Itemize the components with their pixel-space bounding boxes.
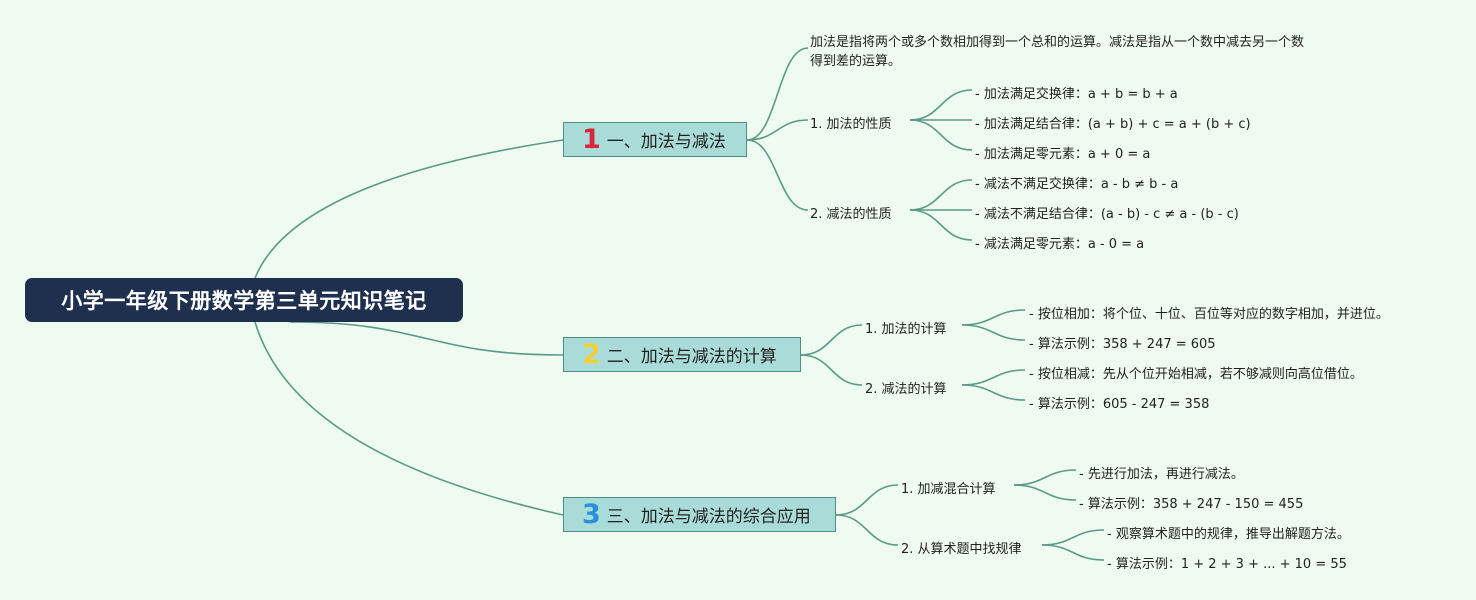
connector-s1-intro xyxy=(746,47,809,141)
connector-s3t2-leaf-2 xyxy=(1041,544,1105,561)
section-1-intro: 加法是指将两个或多个数相加得到一个总和的运算。减法是指从一个数中减去另一个数得到… xyxy=(810,35,1305,69)
topic-mixed-calculation[interactable]: 1. 加减混合计算 xyxy=(901,482,996,497)
connector-s1-topic-1 xyxy=(746,119,809,141)
topic-find-patterns[interactable]: 2. 从算术题中找规律 xyxy=(901,542,1022,557)
leaf-addition-example: - 算法示例：358 + 247 = 605 xyxy=(1029,337,1216,352)
connector-s1-topic-2 xyxy=(746,139,809,211)
connector-s2t2-leaf-1 xyxy=(961,369,1026,386)
root-title: 小学一年级下册数学第三单元知识笔记 xyxy=(61,289,427,313)
leaf-subtraction-commutative: - 减法不满足交换律：a - b ≠ b - a xyxy=(975,177,1179,192)
section-2-label: 二、加法与减法的计算 xyxy=(606,347,777,367)
topic-addition-calculation[interactable]: 1. 加法的计算 xyxy=(865,322,947,337)
leaf-addition-commutative: - 加法满足交换律：a + b = b + a xyxy=(975,87,1178,102)
leaf-observe-patterns: - 观察算术题中的规律，推导出解题方法。 xyxy=(1107,527,1350,542)
section-3-label: 三、加法与减法的综合应用 xyxy=(606,507,811,527)
section-3-node[interactable]: 3 三、加法与减法的综合应用 xyxy=(563,497,836,532)
topic-subtraction-properties[interactable]: 2. 减法的性质 xyxy=(810,207,892,222)
connector-s1t1-leaf-3 xyxy=(909,119,973,151)
connector-s2t1-leaf-2 xyxy=(961,324,1026,341)
leaf-subtraction-by-digit: - 按位相减：先从个位开始相减，若不够减则向高位借位。 xyxy=(1029,367,1363,382)
leaf-pattern-example: - 算法示例：1 + 2 + 3 + ... + 10 = 55 xyxy=(1107,557,1347,572)
leaf-addition-by-digit: - 按位相加：将个位、十位、百位等对应的数字相加，并进位。 xyxy=(1029,307,1389,322)
badge-number-1: 1 xyxy=(582,124,601,155)
connector-s3t1-leaf-1 xyxy=(1013,469,1077,486)
connector-s2t2-leaf-2 xyxy=(961,384,1026,401)
leaf-subtraction-zero: - 减法满足零元素：a - 0 = a xyxy=(975,237,1145,252)
section-1-label: 一、加法与减法 xyxy=(606,132,726,152)
root-node[interactable]: 小学一年级下册数学第三单元知识笔记 xyxy=(25,278,463,322)
badge-number-2: 2 xyxy=(582,339,601,370)
connector-s1t2-leaf-3 xyxy=(909,209,973,241)
connector-root-section-3 xyxy=(254,321,564,516)
connector-s1t2-leaf-1 xyxy=(909,179,973,211)
section-2-node[interactable]: 2 二、加法与减法的计算 xyxy=(563,337,801,372)
topic-addition-properties[interactable]: 1. 加法的性质 xyxy=(810,117,892,132)
connector-s2-topic-1 xyxy=(800,324,863,356)
badge-number-3: 3 xyxy=(582,499,601,530)
connector-root-section-2 xyxy=(289,321,564,356)
connector-s3-topic-2 xyxy=(835,514,899,546)
connector-s3t1-leaf-2 xyxy=(1013,484,1077,501)
leaf-addition-associative: - 加法满足结合律：(a + b) + c = a + (b + c) xyxy=(975,117,1251,132)
section-1-node[interactable]: 1 一、加法与减法 xyxy=(563,122,747,157)
leaf-subtraction-example: - 算法示例：605 - 247 = 358 xyxy=(1029,397,1210,412)
leaf-subtraction-associative: - 减法不满足结合律：(a - b) - c ≠ a - (b - c) xyxy=(975,207,1239,222)
connector-s3-topic-1 xyxy=(835,484,899,516)
connector-s2-topic-2 xyxy=(800,354,863,386)
leaf-mixed-example: - 算法示例：358 + 247 - 150 = 455 xyxy=(1079,497,1304,512)
topic-subtraction-calculation[interactable]: 2. 减法的计算 xyxy=(865,382,947,397)
connector-s2t1-leaf-1 xyxy=(961,309,1026,326)
leaf-mixed-order: - 先进行加法，再进行减法。 xyxy=(1079,467,1244,482)
connector-s1t1-leaf-1 xyxy=(909,89,973,121)
connector-root-section-1 xyxy=(254,139,564,279)
connector-s3t2-leaf-1 xyxy=(1041,529,1105,546)
leaf-addition-zero: - 加法满足零元素：a + 0 = a xyxy=(975,147,1151,162)
